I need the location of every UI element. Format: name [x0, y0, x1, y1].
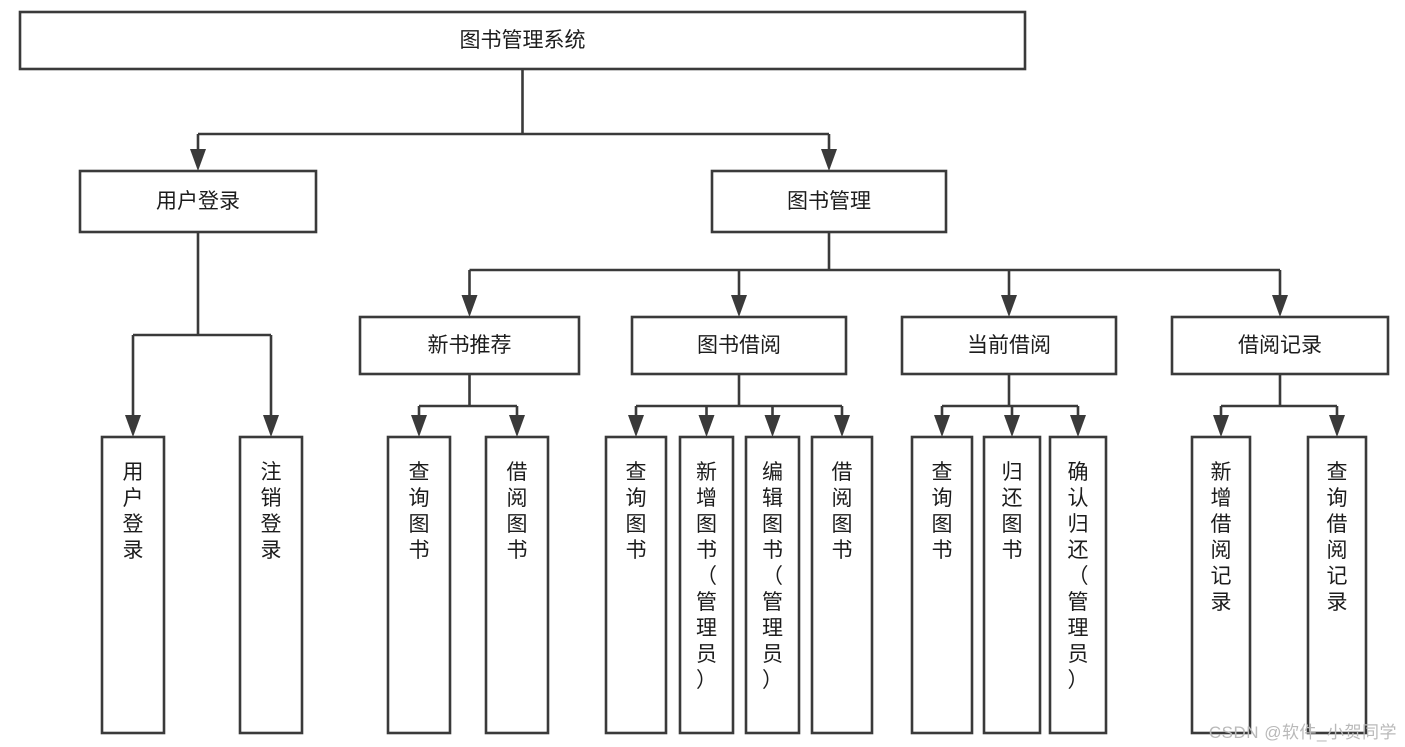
borrow-to-leaves-branch-3-arrowhead-icon: [834, 415, 850, 437]
node-book-manage-label: 图书管理: [787, 190, 871, 213]
node-book-borrow-label: 图书借阅: [697, 334, 781, 357]
node-leaf-query-book-1[interactable]: 查询图书: [386, 435, 452, 735]
node-root-label: 图书管理系统: [460, 29, 586, 52]
node-leaf-add-record-box[interactable]: [1190, 435, 1252, 735]
node-book-manage-box[interactable]: [710, 169, 948, 234]
node-user-login[interactable]: 用户登录: [78, 169, 318, 234]
node-leaf-logout[interactable]: 注销登录: [238, 435, 304, 735]
node-leaf-query-book-2-label: 查询图书: [626, 461, 647, 562]
node-leaf-query-book-3-box[interactable]: [910, 435, 974, 735]
node-leaf-borrow-book-2[interactable]: 借阅图书: [810, 435, 874, 735]
node-leaf-query-book-3-label: 查询图书: [932, 461, 953, 562]
node-leaf-query-record-box[interactable]: [1306, 435, 1368, 735]
record-to-leaves-branch-1-arrowhead-icon: [1329, 415, 1345, 437]
node-new-book-recommend[interactable]: 新书推荐: [358, 315, 581, 376]
node-leaf-borrow-book-2-box[interactable]: [810, 435, 874, 735]
node-book-borrow[interactable]: 图书借阅: [630, 315, 848, 376]
root-to-level2-branch-0-arrowhead-icon: [190, 149, 206, 171]
node-leaf-query-record[interactable]: 查询借阅记录: [1306, 435, 1368, 735]
node-leaf-add-book[interactable]: 新增图书（管理员）: [678, 435, 735, 735]
bookmanage-to-modules-branch-0-arrowhead-icon: [461, 295, 478, 317]
bookmanage-to-modules-branch-3-arrowhead-icon: [1272, 295, 1288, 317]
recommend-to-leaves-branch-0-arrowhead-icon: [411, 415, 427, 437]
node-book-borrow-box[interactable]: [630, 315, 848, 376]
node-leaf-borrow-book-1-box[interactable]: [484, 435, 550, 735]
node-leaf-borrow-book-2-label: 借阅图书: [832, 461, 853, 562]
nodes-layer: 图书管理系统用户登录图书管理新书推荐图书借阅当前借阅借阅记录用户登录注销登录查询…: [18, 10, 1390, 735]
node-leaf-return-book[interactable]: 归还图书: [982, 435, 1042, 735]
node-user-login-box[interactable]: [78, 169, 318, 234]
node-leaf-add-book-box[interactable]: [678, 435, 735, 735]
node-root-box[interactable]: [18, 10, 1027, 71]
node-leaf-edit-book-box[interactable]: [744, 435, 801, 735]
current-to-leaves-branch-1-arrowhead-icon: [1004, 415, 1020, 437]
node-leaf-user-login-box[interactable]: [100, 435, 166, 735]
node-leaf-confirm-return-box[interactable]: [1048, 435, 1108, 735]
recommend-to-leaves-branch-1-arrowhead-icon: [509, 415, 525, 437]
node-leaf-logout-label: 注销登录: [261, 461, 282, 562]
node-borrow-record-box[interactable]: [1170, 315, 1390, 376]
node-leaf-user-login[interactable]: 用户登录: [100, 435, 166, 735]
node-leaf-query-book-2[interactable]: 查询图书: [604, 435, 668, 735]
bookmanage-to-modules-branch-2-arrowhead-icon: [1001, 295, 1017, 317]
node-leaf-logout-box[interactable]: [238, 435, 304, 735]
node-leaf-query-book-1-label: 查询图书: [409, 461, 430, 562]
node-root[interactable]: 图书管理系统: [18, 10, 1027, 71]
current-to-leaves-branch-0-arrowhead-icon: [934, 415, 950, 437]
node-leaf-query-book-3[interactable]: 查询图书: [910, 435, 974, 735]
userlogin-to-leaves-branch-0-arrowhead-icon: [125, 415, 141, 437]
node-leaf-query-record-label: 查询借阅记录: [1327, 461, 1348, 614]
node-leaf-edit-book-label: 编辑图书（管理员）: [762, 461, 783, 692]
connectors-layer: [125, 69, 1345, 437]
node-leaf-borrow-book-1[interactable]: 借阅图书: [484, 435, 550, 735]
root-to-level2-branch-1-arrowhead-icon: [821, 149, 837, 171]
record-to-leaves-branch-0-arrowhead-icon: [1213, 415, 1229, 437]
watermark-text: CSDN @软件_小贺同学: [1208, 723, 1397, 742]
node-borrow-record[interactable]: 借阅记录: [1170, 315, 1390, 376]
node-current-borrow[interactable]: 当前借阅: [900, 315, 1118, 376]
node-new-book-recommend-box[interactable]: [358, 315, 581, 376]
node-leaf-user-login-label: 用户登录: [123, 461, 144, 562]
node-leaf-query-book-1-box[interactable]: [386, 435, 452, 735]
node-leaf-add-record[interactable]: 新增借阅记录: [1190, 435, 1252, 735]
node-current-borrow-box[interactable]: [900, 315, 1118, 376]
node-leaf-add-book-label: 新增图书（管理员）: [696, 461, 717, 692]
node-leaf-return-book-label: 归还图书: [1002, 461, 1023, 562]
node-leaf-borrow-book-1-label: 借阅图书: [507, 461, 528, 562]
node-current-borrow-label: 当前借阅: [967, 334, 1051, 357]
node-leaf-edit-book[interactable]: 编辑图书（管理员）: [744, 435, 801, 735]
node-leaf-confirm-return-label: 确认归还（管理员）: [1068, 461, 1089, 692]
node-leaf-confirm-return[interactable]: 确认归还（管理员）: [1048, 435, 1108, 735]
borrow-to-leaves-branch-1-arrowhead-icon: [698, 415, 715, 437]
node-new-book-recommend-label: 新书推荐: [428, 334, 512, 357]
current-to-leaves-branch-2-arrowhead-icon: [1070, 415, 1086, 437]
node-borrow-record-label: 借阅记录: [1238, 334, 1322, 357]
borrow-to-leaves-branch-2-arrowhead-icon: [764, 415, 781, 437]
userlogin-to-leaves-branch-1-arrowhead-icon: [263, 415, 279, 437]
node-leaf-return-book-box[interactable]: [982, 435, 1042, 735]
node-user-login-label: 用户登录: [156, 190, 240, 213]
borrow-to-leaves-branch-0-arrowhead-icon: [628, 415, 644, 437]
node-leaf-add-record-label: 新增借阅记录: [1211, 461, 1232, 614]
node-book-manage[interactable]: 图书管理: [710, 169, 948, 234]
bookmanage-to-modules-branch-1-arrowhead-icon: [731, 295, 747, 317]
node-leaf-query-book-2-box[interactable]: [604, 435, 668, 735]
